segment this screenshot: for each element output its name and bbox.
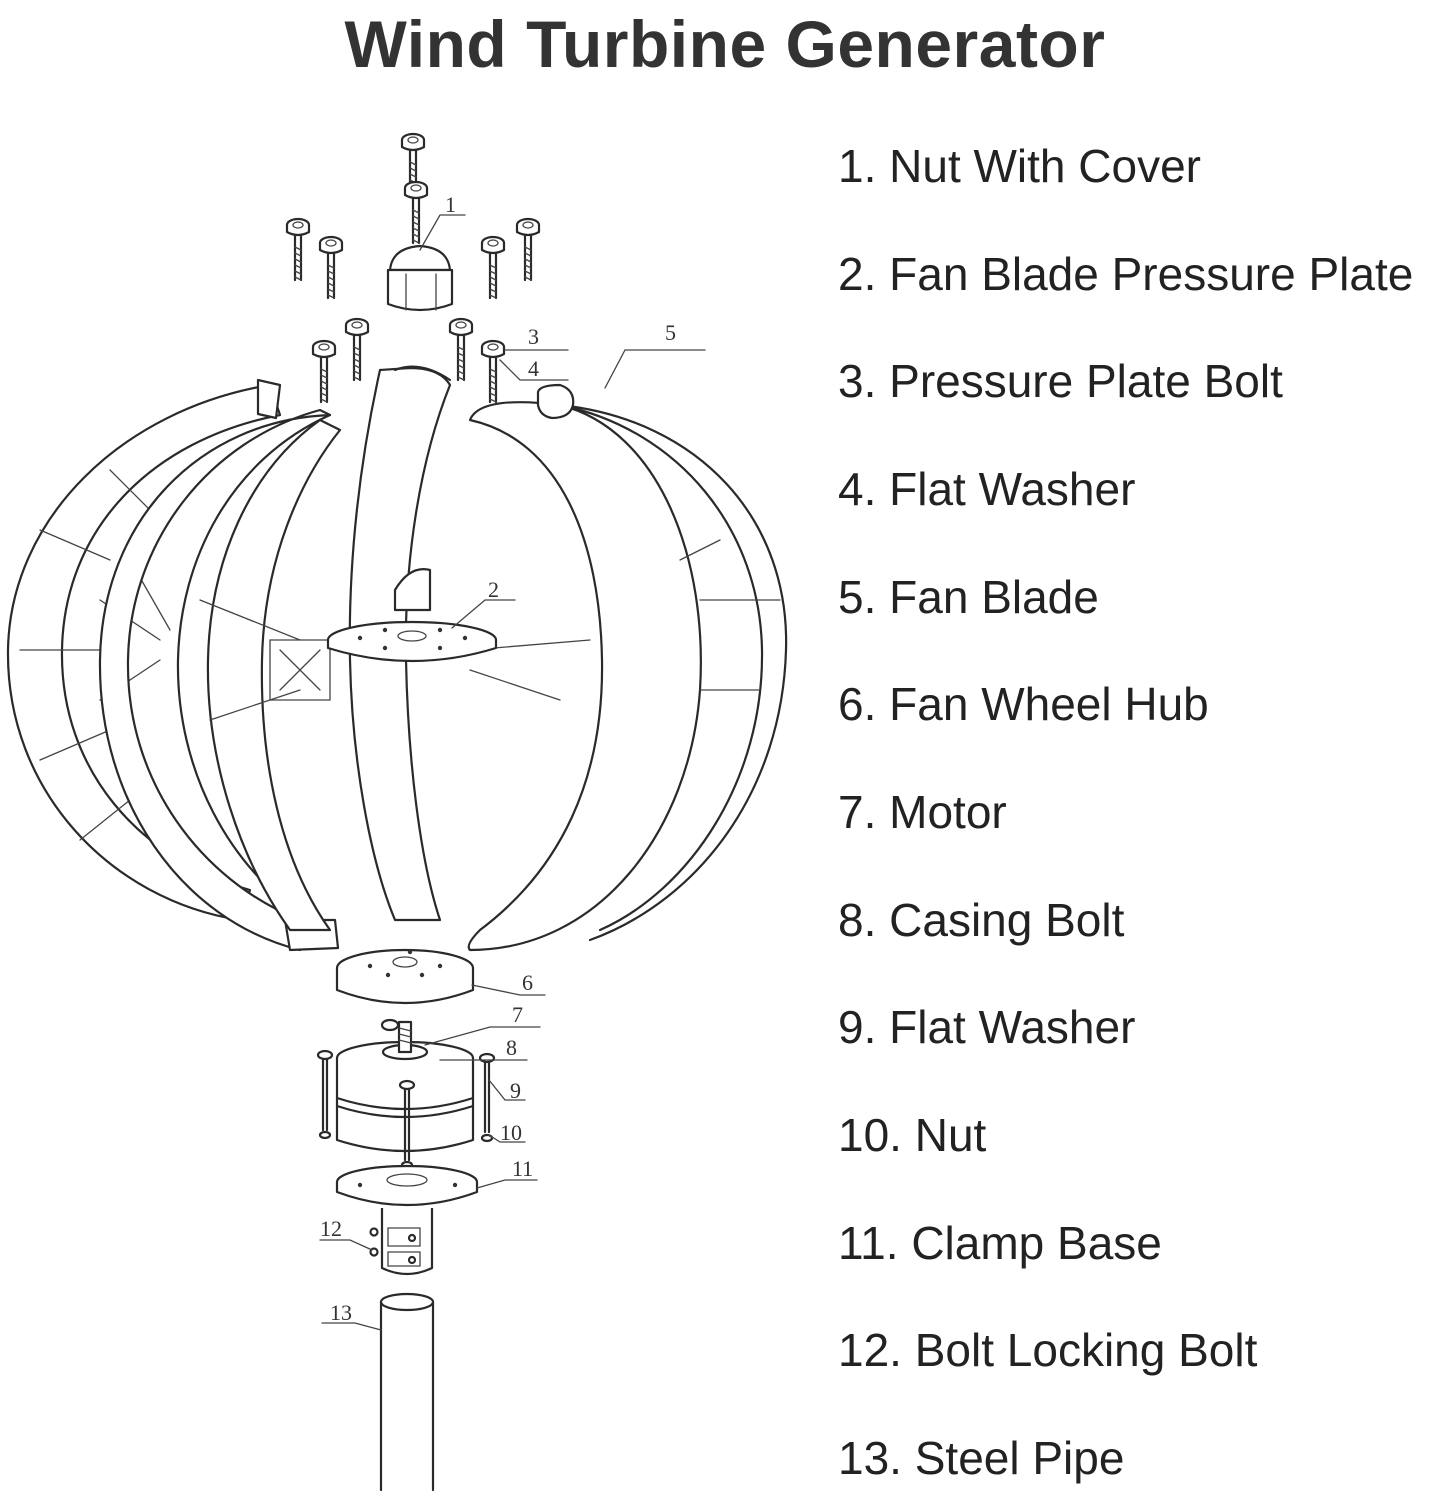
casing-bolt-icon [316, 1049, 496, 1170]
part-label-6: 6. Fan Wheel Hub [838, 678, 1209, 730]
bolt-locking-bolt-icon [369, 1227, 417, 1265]
clamp-base-icon [335, 1164, 479, 1276]
exploded-view-diagram: 1 2 3 4 5 6 7 8 9 10 11 12 13 [0, 120, 800, 1500]
callout-numbers: 1 2 3 4 5 6 7 8 9 10 11 12 13 [320, 192, 676, 1325]
callout-6: 6 [522, 970, 533, 995]
part-label-8: 8. Casing Bolt [838, 894, 1125, 946]
callout-7: 7 [512, 1002, 523, 1027]
part-label-10: 10. Nut [838, 1109, 987, 1161]
callout-1: 1 [445, 192, 456, 217]
part-label-7: 7. Motor [838, 786, 1007, 838]
nut-with-cover-icon [386, 244, 454, 312]
callout-9: 9 [510, 1078, 521, 1103]
callout-12: 12 [320, 1216, 342, 1241]
callout-11: 11 [512, 1156, 533, 1181]
page-title: Wind Turbine Generator [344, 7, 1106, 81]
callout-2: 2 [488, 577, 499, 602]
part-label-4: 4. Flat Washer [838, 463, 1136, 515]
part-label-2: 2. Fan Blade Pressure Plate [838, 248, 1414, 300]
callout-leaders [319, 214, 706, 1331]
callout-10: 10 [500, 1120, 522, 1145]
part-label-11: 11. Clamp Base [838, 1217, 1162, 1269]
part-label-13: 13. Steel Pipe [838, 1432, 1125, 1484]
callout-3: 3 [528, 324, 539, 349]
fan-wheel-hub-icon [335, 948, 475, 1005]
part-label-9: 9. Flat Washer [838, 1001, 1136, 1053]
part-label-5: 5. Fan Blade [838, 571, 1099, 623]
part-label-12: 12. Bolt Locking Bolt [838, 1324, 1258, 1376]
part-label-1: 1. Nut With Cover [838, 140, 1201, 192]
callout-8: 8 [506, 1035, 517, 1060]
callout-4: 4 [528, 356, 539, 381]
fan-blade-pressure-plate-icon [326, 620, 498, 663]
callout-5: 5 [665, 320, 676, 345]
part-label-3: 3. Pressure Plate Bolt [838, 355, 1283, 407]
steel-pipe-icon [379, 1292, 435, 1492]
callout-13: 13 [330, 1300, 352, 1325]
